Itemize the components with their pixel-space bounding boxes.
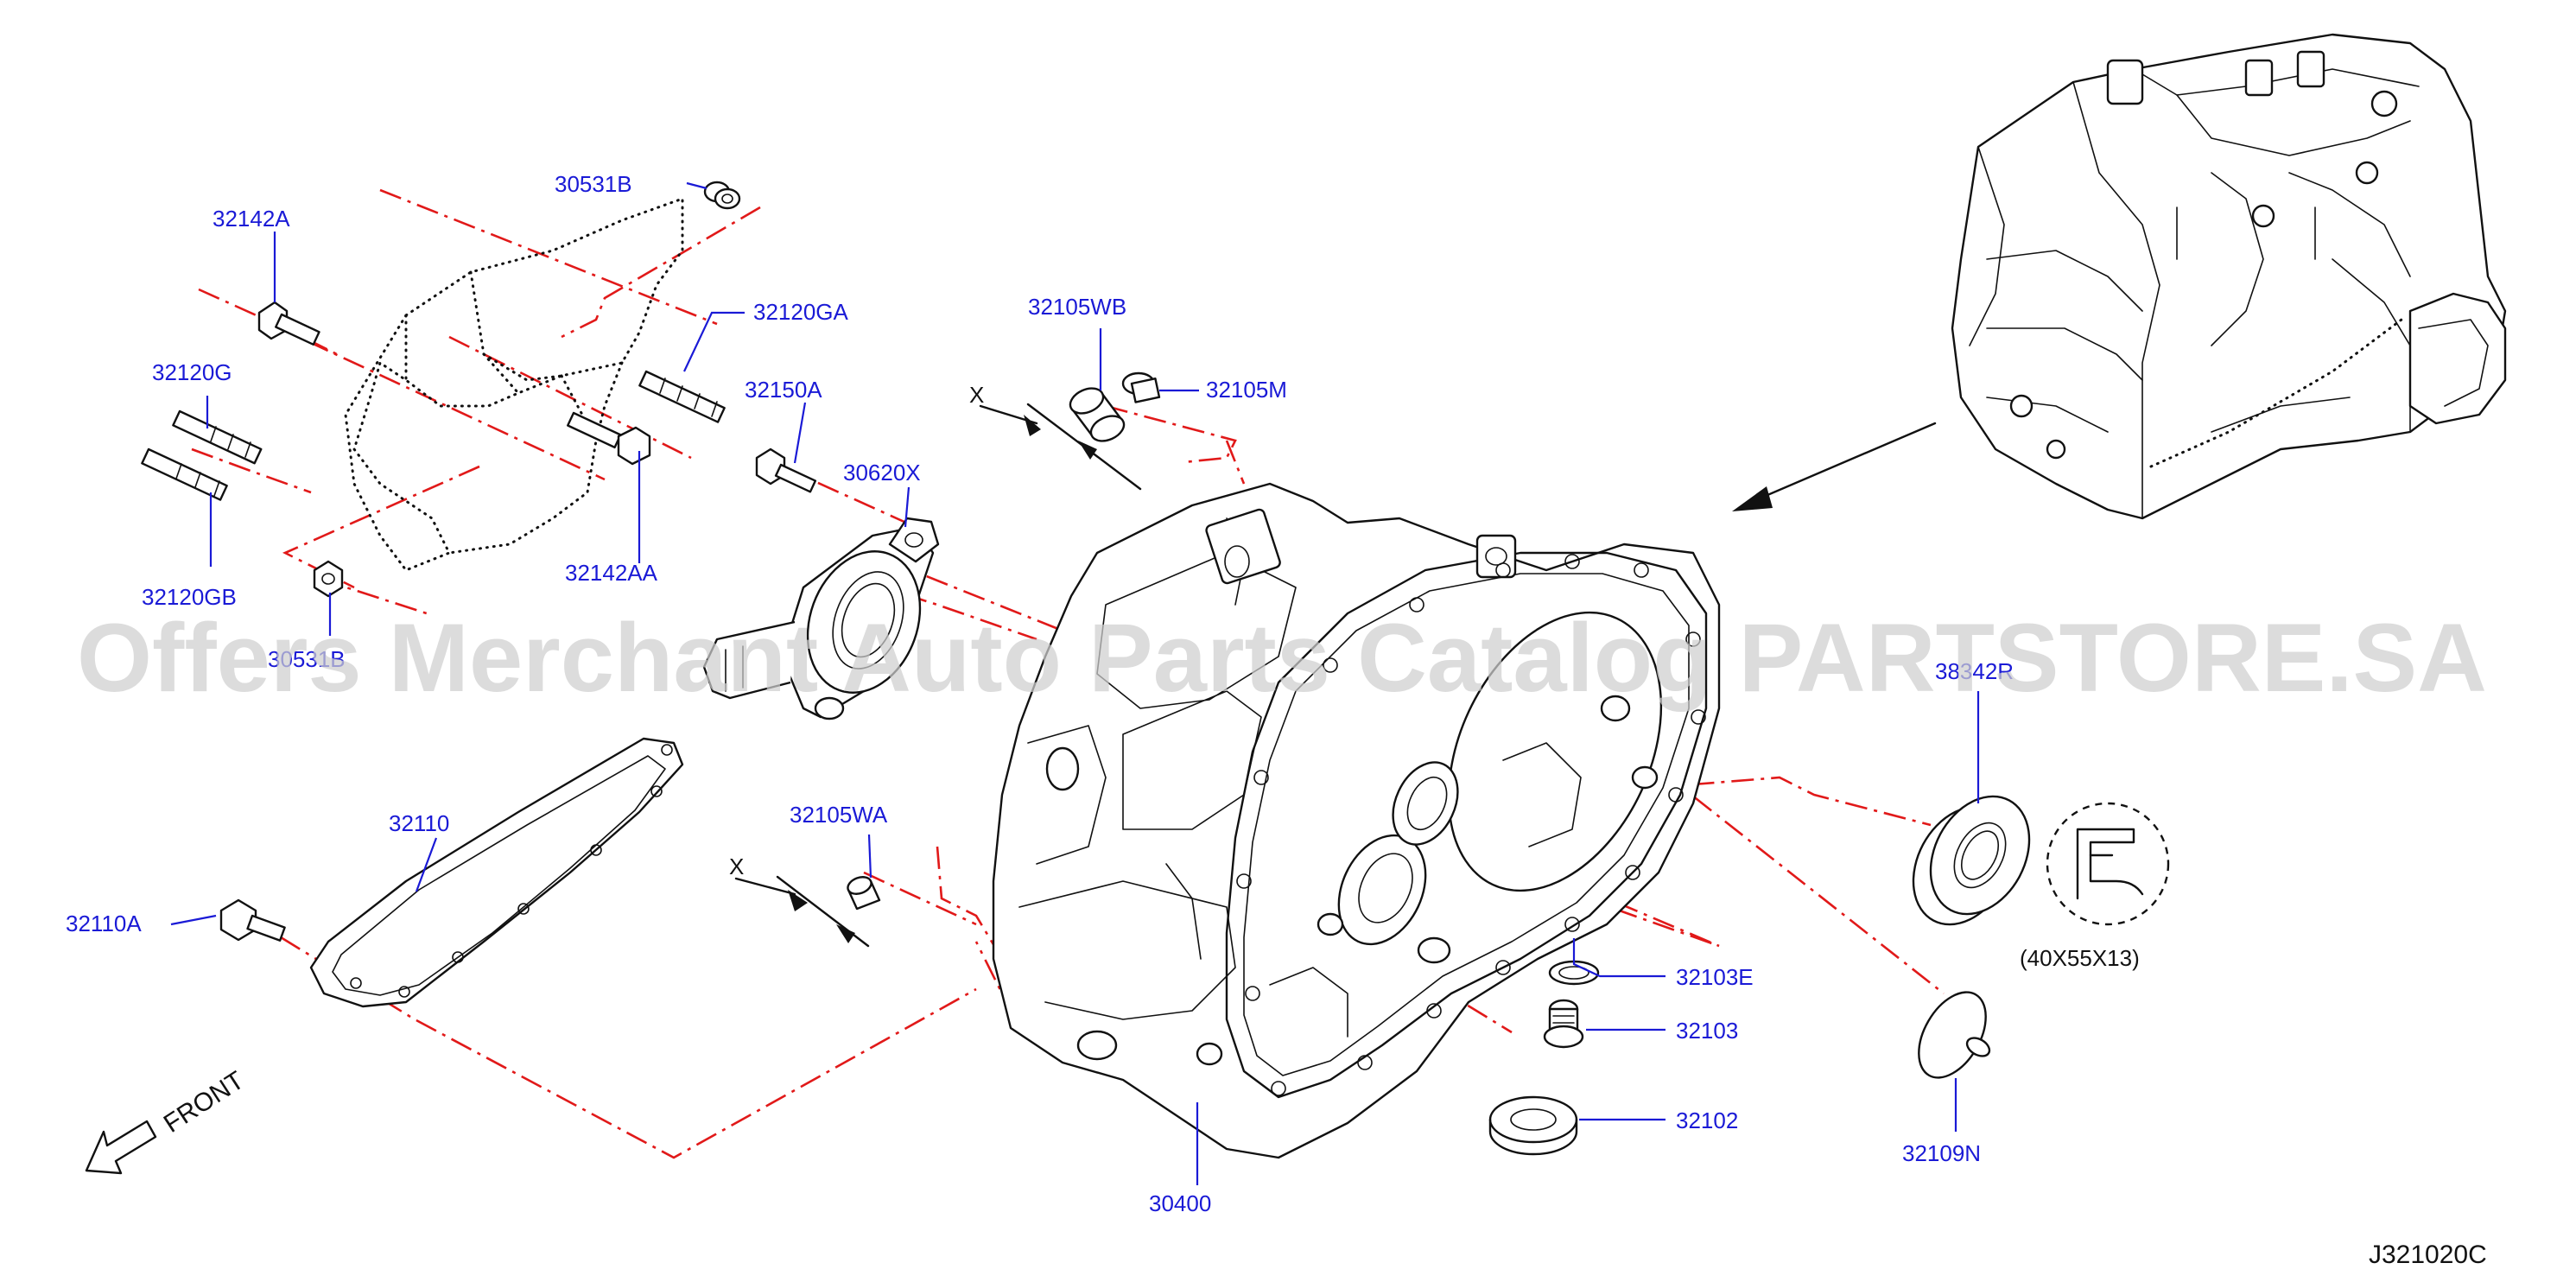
seal-dimension-note: (40X55X13) — [2020, 945, 2140, 971]
bolt-32142a — [257, 301, 320, 346]
transaxle-assembly — [1951, 33, 2507, 520]
label-32103e: 32103E — [1676, 964, 1754, 990]
front-label: FRONT — [159, 1066, 250, 1139]
label-32142a: 32142A — [213, 206, 290, 232]
label-32109n: 32109N — [1902, 1140, 1981, 1166]
dowel-32105wb — [1069, 387, 1126, 442]
label-30620x: 30620X — [843, 460, 921, 486]
bolt-32110a — [219, 898, 286, 942]
leader-lines — [170, 181, 1980, 1185]
stud-32120gb — [141, 447, 228, 501]
label-30531b-bottom: 30531B — [268, 646, 346, 672]
label-32110a: 32110A — [66, 911, 142, 936]
label-32120ga: 32120GA — [753, 299, 849, 325]
section-marker-upper — [979, 403, 1142, 491]
label-32150a: 32150A — [745, 377, 822, 403]
label-30400: 30400 — [1149, 1190, 1211, 1216]
label-32120gb: 32120GB — [142, 584, 237, 610]
section-x-lower: X — [729, 854, 744, 879]
label-32110: 32110 — [389, 810, 449, 836]
section-marker-lower — [734, 875, 870, 948]
watermark: Offers Merchant Auto Parts Catalog PARTS… — [77, 604, 2487, 712]
label-32120g: 32120G — [152, 359, 232, 385]
stud-32120ga — [638, 370, 726, 423]
label-32105wa: 32105WA — [790, 802, 888, 828]
label-30531b-top: 30531B — [555, 171, 632, 197]
label-32103: 32103 — [1676, 1018, 1738, 1044]
dotted-bracket — [344, 196, 684, 572]
plug-32109n — [1918, 991, 1991, 1079]
plug-32105m — [1121, 371, 1161, 403]
diagram-code: J321020C — [2369, 1241, 2487, 1269]
nut-30531b-top — [703, 181, 741, 210]
cover-plate-32110 — [309, 737, 684, 1008]
bolt-32142aa — [567, 411, 651, 466]
dowel-32105wa — [847, 876, 881, 911]
label-32105wb: 32105WB — [1028, 294, 1126, 320]
stud-32120g — [172, 409, 263, 465]
label-38342r: 38342R — [1935, 658, 2014, 684]
bolt-32150a — [755, 447, 817, 493]
drain-plug-32103 — [1543, 999, 1584, 1049]
front-arrow — [85, 1120, 157, 1175]
section-x-upper: X — [969, 382, 984, 408]
label-32142aa: 32142AA — [565, 560, 658, 586]
clutch-housing-30400 — [992, 482, 1721, 1159]
oil-seal-38342r — [1912, 795, 2031, 926]
label-32105m: 32105M — [1206, 377, 1287, 403]
nut-30531b-bottom — [313, 560, 344, 598]
seal-section-detail — [2046, 802, 2170, 926]
label-32102: 32102 — [1676, 1107, 1738, 1133]
seal-ring-32102 — [1488, 1095, 1578, 1156]
assembly-pointer-arrow — [1732, 422, 1937, 511]
slave-cylinder-30620x — [702, 517, 940, 720]
